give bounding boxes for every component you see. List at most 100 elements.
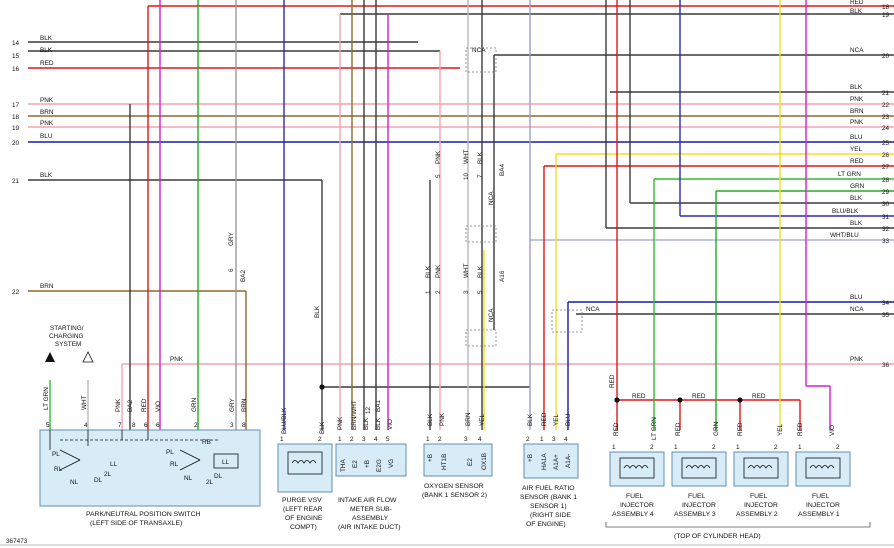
splice-color: BLK (477, 151, 484, 164)
term: 2L (104, 471, 112, 478)
red-label: RED (692, 393, 706, 400)
component-body (795, 451, 851, 487)
term: DL (214, 473, 223, 480)
harness-wires (28, 5, 894, 401)
rw-color: PNK (850, 96, 864, 103)
rw-num: 23 (882, 114, 890, 121)
red-label: RED (609, 374, 616, 388)
pin-num: 1 (338, 436, 342, 443)
caption-line-2: (BANK 1 SENSOR 2) (422, 492, 487, 499)
rw-color: RED (850, 0, 864, 6)
rw-num: 36 (882, 362, 890, 369)
pin-color: YEL (479, 413, 486, 426)
term: NL (184, 475, 193, 482)
splice-num: 7 (477, 174, 484, 178)
caption-line-3: OF ENGINE (285, 515, 323, 522)
splice-red-1 (614, 397, 620, 403)
switch-internal (49, 430, 239, 471)
lw-color: BLK (40, 172, 53, 179)
lw-num: 18 (12, 114, 20, 121)
pin-color: RED (797, 422, 804, 436)
pin-term: OX1B (481, 453, 488, 470)
pin-color: GRY (229, 398, 236, 412)
diagram-id: 367473 (6, 538, 28, 545)
rw-num: 21 (882, 90, 890, 97)
term: DL (94, 477, 103, 484)
pin-term: E2 (467, 458, 474, 466)
rw-num: 18 (882, 4, 890, 11)
caption-line-2: INJECTOR (682, 502, 716, 509)
pin-term: VG (388, 459, 395, 468)
nca-connectors (465, 47, 583, 347)
pin-color: RED (141, 398, 148, 412)
pin-color: BRN (241, 398, 248, 412)
a16-label: A16 (499, 270, 506, 282)
ba1-label: BA1 (375, 399, 382, 412)
caption-line-1: FUEL (750, 493, 768, 500)
pin-num: 1 (736, 444, 740, 451)
pin-num: 2 (836, 444, 840, 451)
rw-color: BLK (850, 195, 863, 202)
pin-num: 1 (280, 436, 284, 443)
splice-num: 10 (463, 172, 470, 180)
nca-box-mid (465, 225, 497, 243)
rw-num: 31 (882, 214, 890, 221)
caption-line-2: METER SUB- (350, 506, 392, 513)
o2-splice-labels: 5 PNK 10 WHT 7 BLK 1 BLK 2 PNK 3 WHT 5 B… (425, 149, 484, 294)
component-body (523, 443, 579, 479)
lw-color: BRN (40, 283, 54, 290)
term: RB (202, 439, 211, 446)
lw-num: 17 (12, 102, 20, 109)
rw-color: YEL (850, 146, 863, 153)
caption-line-5: OF ENGINE) (526, 521, 566, 528)
starting-line-3: SYSTEM (55, 341, 81, 348)
pin-color: GRN (191, 397, 198, 412)
fuel-injector-2: 1 RED 2 YEL FUEL INJECTOR ASSEMBLY 2 (733, 422, 789, 518)
caption-line-2: INJECTOR (744, 502, 778, 509)
coil-icon (805, 457, 841, 479)
pin-color: YEL (777, 423, 784, 436)
coil-icon (681, 457, 717, 479)
component-body (733, 451, 789, 487)
misc-labels: PNK NCA NCA STARTING/ CHARGING SYSTEM RE… (49, 47, 766, 400)
injector-group-bracket: (TOP OF CYLINDER HEAD) (605, 522, 871, 540)
pin-color: BLU (565, 413, 572, 426)
rw-num: 32 (882, 226, 890, 233)
caption-line-1: AIR FUEL RATIO (522, 485, 575, 492)
rw-color: BLU/BLK (832, 208, 859, 215)
pin-term: E2G (376, 459, 383, 472)
rw-num: 33 (882, 238, 890, 245)
splice-color: BLK (425, 265, 432, 278)
component-body (277, 443, 333, 493)
purge-vsv: 1 BLU/BLK 2 BLK PURGE VSV (LEFT REAR OF … (277, 407, 333, 531)
caption-line-4: (RIGHT SIDE (530, 512, 572, 519)
pin-color: BRN (465, 412, 472, 426)
pin-term: +B (364, 460, 371, 468)
pin-term: +B (427, 454, 434, 462)
caption-line-2: INJECTOR (620, 502, 654, 509)
rw-color: BLU (850, 294, 863, 301)
fuel-injector-1: 1 RED 2 VIO FUEL INJECTOR ASSEMBLY 1 (795, 422, 851, 518)
rw-color: BLK (850, 84, 863, 91)
pin-color: RED (737, 422, 744, 436)
rw-num: 30 (882, 201, 890, 208)
splice-color: BLK (477, 265, 484, 278)
lw-num: 15 (12, 53, 20, 60)
term: 2L (206, 479, 214, 486)
pin-num: 2 (194, 422, 198, 429)
rw-color: NCA (850, 306, 864, 313)
rw-num: 25 (882, 140, 890, 147)
starting-line-2: CHARGING (49, 333, 83, 340)
rw-num: 29 (882, 189, 890, 196)
pin-num: 1 (540, 436, 544, 443)
oxygen-sensor: 1 BLK +B 2 PNK HT1B 3 BRN E2 4 YEL OX1B … (422, 412, 493, 499)
pin-num: 6 (156, 422, 160, 429)
pin-color: GRN (713, 421, 720, 436)
rw-num: 20 (882, 53, 890, 60)
rw-color: GRN (850, 183, 865, 190)
pin-term: +B (527, 454, 534, 462)
term: PL (166, 449, 174, 456)
caption-line-1: PARK/NEUTRAL POSITION SWITCH (86, 511, 201, 518)
pin-color: BRN/WHT (351, 400, 358, 430)
